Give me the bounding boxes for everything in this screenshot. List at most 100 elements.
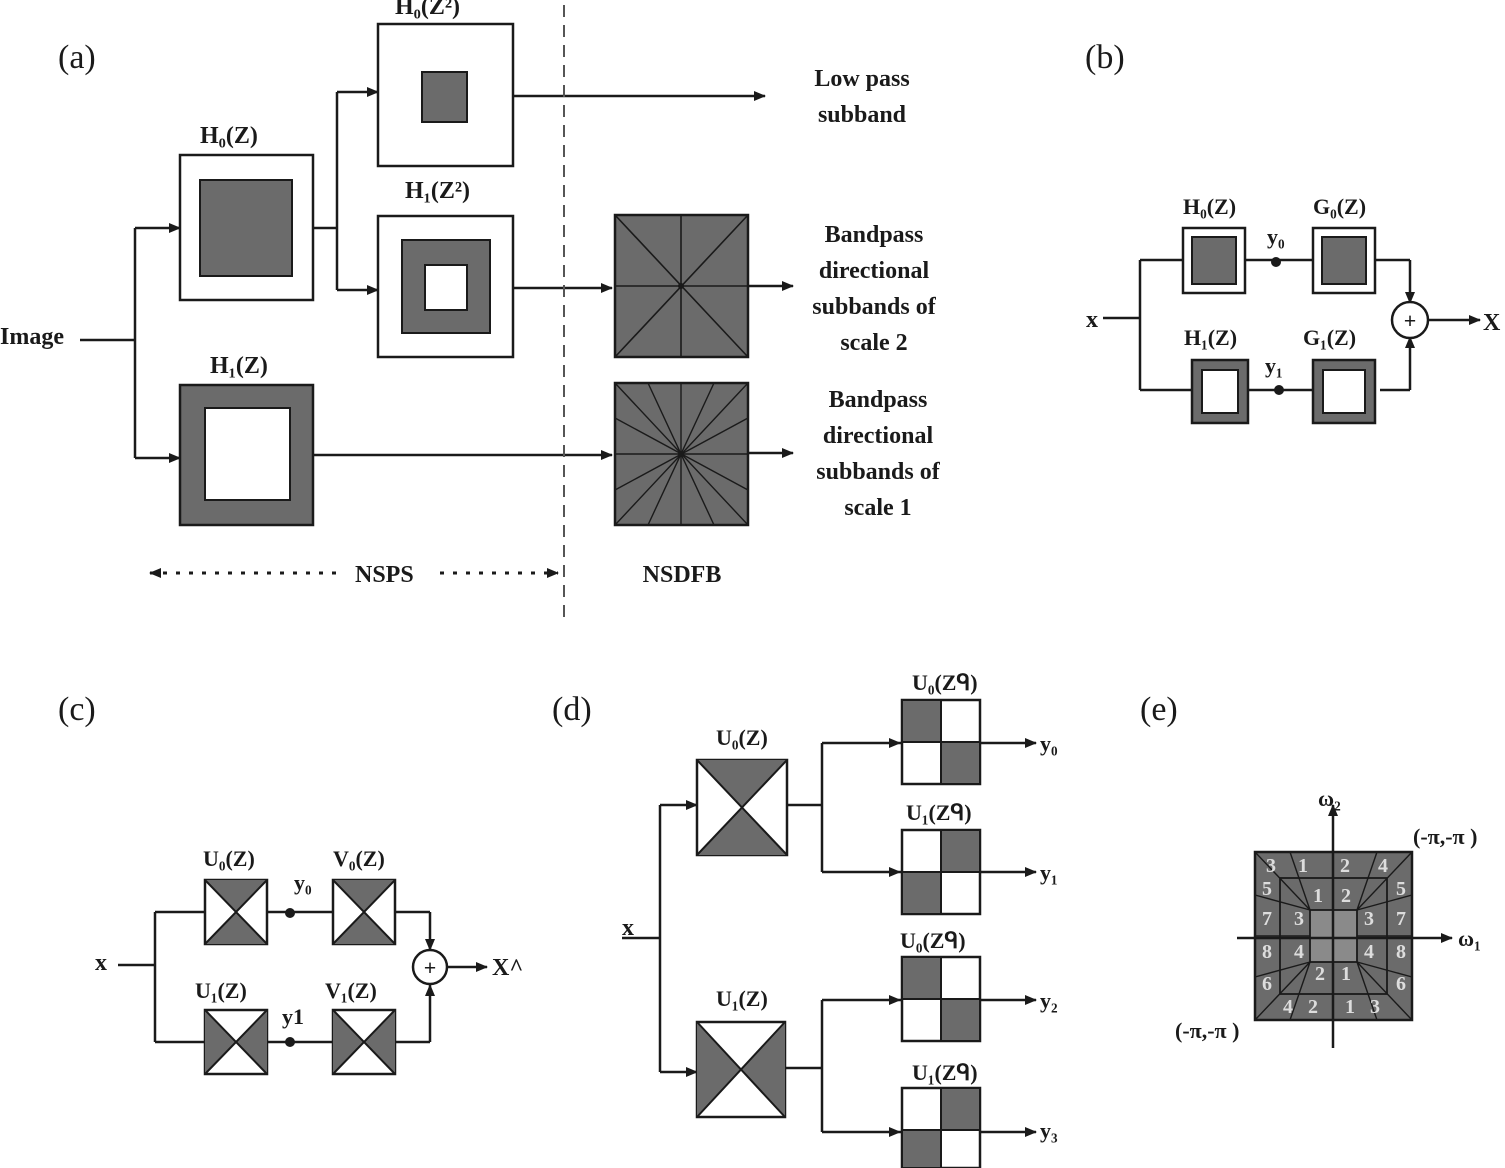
g1-stopband-b — [1322, 369, 1366, 414]
nsdfb-scale1-wedges — [613, 381, 750, 527]
y1-label-c: y1 — [282, 1004, 304, 1029]
num-bottom-1: 4 — [1283, 996, 1293, 1018]
g0-label-b: G₀(Z) — [1313, 194, 1366, 219]
num-right-inner-2: 4 — [1364, 941, 1374, 963]
y0-label-b: y₀ — [1267, 224, 1285, 249]
u0-filter-d — [695, 758, 789, 857]
panel-d-label: (d) — [552, 691, 592, 728]
panel-c-wires — [118, 910, 488, 1044]
u1q-filter-b — [900, 1086, 982, 1168]
bp-scale2-label-2: directional — [819, 258, 930, 284]
panel-e: (e) — [1140, 691, 1481, 1048]
num-left-1: 5 — [1262, 878, 1272, 900]
u0-filter-c — [203, 878, 269, 946]
w2-label: ω₂ — [1318, 786, 1341, 811]
bp-scale1-label-1: Bandpass — [829, 387, 928, 413]
sum-node-c — [411, 948, 449, 986]
num-left-2: 7 — [1262, 908, 1272, 930]
u1-label-c: U₁(Z) — [195, 978, 247, 1003]
bp-scale1-label-3: subbands of — [816, 459, 940, 485]
panel-e-label: (e) — [1140, 691, 1178, 728]
y0-label-d: y₀ — [1040, 731, 1058, 756]
num-left-3: 8 — [1262, 941, 1272, 963]
panel-d: (d) x U₀(Z) U₁(Z) — [552, 670, 1058, 1168]
bp-scale2-label-4: scale 2 — [840, 330, 907, 356]
node-y0-b — [1271, 257, 1281, 267]
num-left-4: 6 — [1262, 973, 1272, 995]
u0-label-d: U₀(Z) — [716, 725, 768, 750]
h1-level1-label: H₁(Z) — [210, 353, 268, 379]
h0-level1-passband — [199, 179, 293, 277]
bp-scale1-label-4: scale 1 — [844, 495, 911, 521]
sum-sign-c: + — [424, 955, 437, 980]
num-bottom-inner-2: 1 — [1341, 963, 1351, 985]
panel-c: (c) x y₀ y1 U₀(Z) V₀(Z) U₁(Z) V₁(Z) — [58, 691, 523, 1076]
h1-level2-label: H₁(Z²) — [405, 178, 470, 204]
node-y0-c — [285, 908, 295, 918]
nsdfb-label: NSDFB — [643, 562, 722, 588]
panel-a-label: (a) — [58, 39, 96, 76]
h1-stopband-b — [1201, 369, 1239, 414]
panel-a-wires — [80, 87, 794, 463]
panel-c-output: X^ — [492, 955, 523, 981]
bp-scale2-label-1: Bandpass — [825, 222, 924, 248]
num-top-4: 4 — [1378, 855, 1388, 877]
num-top-inner-1: 1 — [1313, 885, 1323, 907]
panel-b: (b) x y₀ y₁ H₀(Z) H₁(Z) G₀(Z) G₁(Z) — [1085, 39, 1501, 425]
u1-filter-d — [695, 1020, 787, 1119]
h1-level1-stopband — [204, 407, 291, 501]
subband-numbers: 3 1 2 4 1 2 5 7 8 6 3 4 5 7 8 6 3 4 4 2 … — [1262, 855, 1406, 1018]
v0-filter-c — [331, 878, 397, 946]
g1-label-b: G₁(Z) — [1303, 325, 1356, 350]
y1-label-b: y₁ — [1265, 353, 1283, 378]
h1-label-b: H₁(Z) — [1184, 325, 1237, 350]
image-input-label: Image — [0, 324, 64, 350]
bp-scale1-label-2: directional — [823, 423, 934, 449]
u1q-filter-a — [900, 828, 982, 916]
num-bottom-inner-1: 2 — [1315, 963, 1325, 985]
panel-b-input: x — [1086, 307, 1098, 333]
nsdfb-scale2-wedges — [613, 213, 750, 359]
bp-scale2-label-3: subbands of — [812, 294, 936, 320]
v1-filter-c — [331, 1008, 397, 1076]
panel-c-input: x — [95, 950, 107, 976]
num-bottom-4: 3 — [1370, 996, 1380, 1018]
u0q-filter-b — [900, 955, 982, 1043]
u1q-label-a: U₁(Zᑫ) — [906, 800, 972, 825]
h1-level2-stopband — [424, 264, 468, 311]
num-right-2: 7 — [1396, 908, 1406, 930]
u1-label-d: U₁(Z) — [716, 986, 768, 1011]
num-top-1: 3 — [1266, 855, 1276, 877]
corner-label-bl: (-π,-π ) — [1175, 1018, 1239, 1043]
sum-node-b — [1390, 300, 1430, 340]
panel-b-output: X — [1483, 310, 1501, 336]
u0q-label-b: U₀(Zᑫ) — [900, 928, 966, 953]
y2-label-d: y₂ — [1040, 988, 1058, 1013]
lowpass-label-1: Low pass — [814, 66, 909, 92]
h1-level2-ring — [401, 239, 491, 334]
num-right-4: 6 — [1396, 973, 1406, 995]
h0-level2-passband — [421, 71, 468, 123]
y0-label-c: y₀ — [294, 870, 312, 895]
v0-label-c: V₀(Z) — [333, 846, 385, 871]
w1-label: ω₁ — [1458, 926, 1481, 951]
h0-passband-b — [1191, 236, 1237, 285]
u1q-label-b: U₁(Zᑫ) — [912, 1060, 978, 1085]
h0-level2-label: H₀(Z²) — [395, 0, 460, 20]
panel-c-label: (c) — [58, 691, 96, 728]
lowpass-label-2: subband — [818, 102, 907, 128]
node-y1-b — [1274, 385, 1284, 395]
num-right-1: 5 — [1396, 878, 1406, 900]
num-right-3: 8 — [1396, 941, 1406, 963]
u0-label-c: U₀(Z) — [203, 846, 255, 871]
h0-level1-label: H₀(Z) — [200, 123, 258, 149]
panel-b-wires — [1103, 258, 1481, 392]
y1-label-d: y₁ — [1040, 860, 1058, 885]
u1-filter-c — [203, 1008, 269, 1076]
num-top-2: 1 — [1298, 855, 1308, 877]
num-bottom-3: 1 — [1345, 996, 1355, 1018]
num-bottom-2: 2 — [1308, 996, 1318, 1018]
panel-b-label: (b) — [1085, 39, 1125, 76]
num-left-inner-1: 3 — [1294, 908, 1304, 930]
